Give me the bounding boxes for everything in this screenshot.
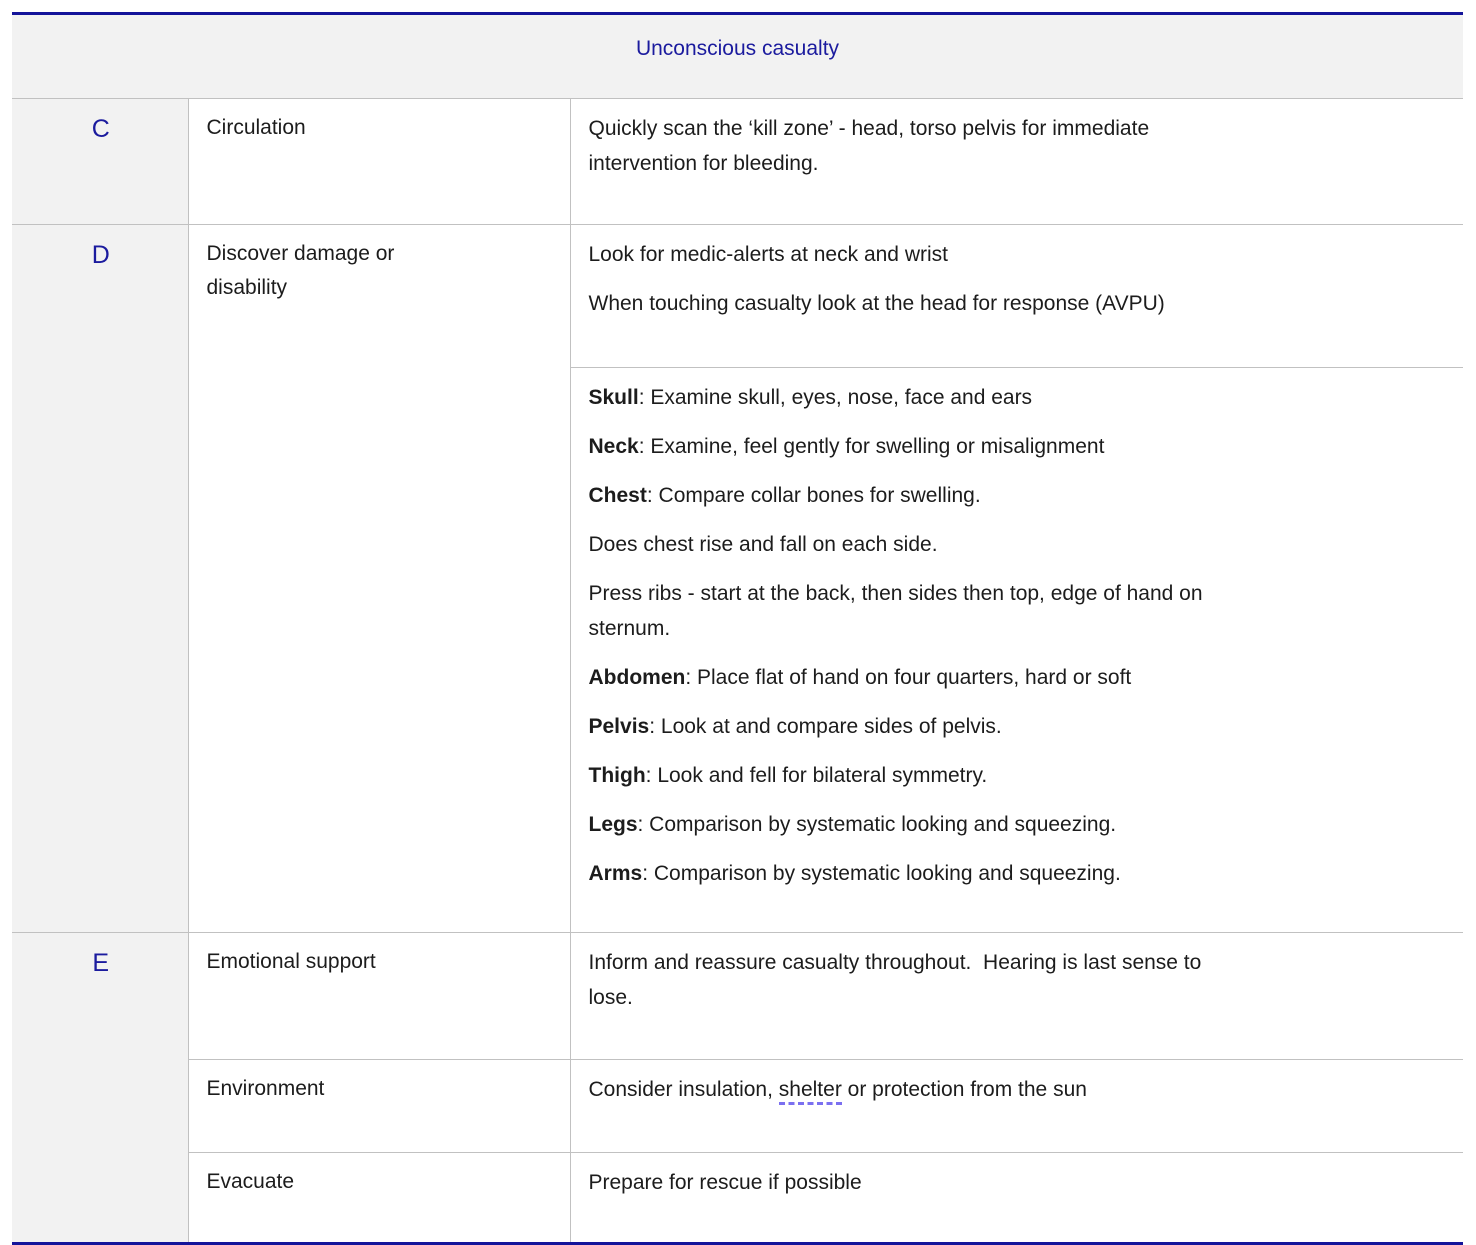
row-label-environment-cell: Environment (188, 1059, 571, 1153)
row-letter-d-cell: D (12, 224, 189, 933)
check-item-press-ribs: Press ribs - start at the back, then sid… (589, 576, 1448, 646)
primary-survey-table: Unconscious casualty C Circulation Quick… (12, 15, 1463, 1242)
check-lead: Abdomen (588, 666, 686, 689)
row-label-circulation: Circulation (206, 116, 306, 139)
unconscious-casualty-table: Unconscious casualty C Circulation Quick… (12, 12, 1463, 1245)
evacuate-paragraph: Prepare for rescue if possible (588, 1171, 862, 1194)
table-row: E Emotional support Inform and reassure … (12, 932, 1463, 1242)
table-row: C Circulation Quickly scan the ‘kill zon… (12, 98, 1463, 225)
row-label-emotional-support: Emotional support (206, 950, 376, 973)
discover-paragraph: Look for medic-alerts at neck and wrist (588, 243, 948, 266)
table-row: Evacuate Prepare for rescue if possible (12, 1152, 1463, 1242)
table-row: D Discover damage or disability Look for… (12, 224, 1463, 933)
table-row: Environment Consider insulation, shelter… (12, 1059, 1463, 1153)
check-text: : Look and fell for bilateral symmetry. (645, 764, 988, 787)
evacuate-content-cell: Prepare for rescue if possible (569, 1152, 1463, 1242)
discover-checks-cell: Skull: Examine skull, eyes, nose, face a… (570, 367, 1463, 933)
environment-paragraph: Consider insulation, shelter or protecti… (589, 1072, 1448, 1107)
circulation-content-cell: Quickly scan the ‘kill zone’ - head, tor… (569, 98, 1463, 225)
row-label-discover-cell: Discover damage or disability (187, 224, 571, 933)
check-item-neck: Neck: Examine, feel gently for swelling … (589, 429, 1448, 464)
check-text: : Examine, feel gently for swelling or m… (638, 435, 1105, 458)
check-text: Press ribs - start at the back, then sid… (588, 582, 1203, 640)
table-title-cell: Unconscious casualty (12, 15, 1463, 99)
check-lead: Neck (588, 435, 639, 458)
check-lead: Arms (588, 862, 643, 885)
row-letter-c: C (91, 115, 110, 143)
environment-text-after: or protection from the sun (841, 1078, 1087, 1101)
spellcheck-flagged-word[interactable]: shelter (778, 1078, 842, 1105)
circulation-paragraph: Quickly scan the ‘kill zone’ - head, tor… (588, 117, 1150, 175)
check-item-chest: Chest: Compare collar bones for swelling… (589, 478, 1448, 513)
check-lead: Skull (588, 386, 639, 409)
check-text: : Examine skull, eyes, nose, face and ea… (638, 386, 1033, 409)
table-title: Unconscious casualty (635, 37, 840, 60)
environment-content-cell: Consider insulation, shelter or protecti… (569, 1059, 1463, 1153)
emotional-support-content-cell: Inform and reassure casualty throughout.… (569, 932, 1463, 1060)
check-lead: Legs (588, 813, 638, 836)
check-item-abdomen: Abdomen: Place flat of hand on four quar… (589, 660, 1448, 695)
check-text: : Comparison by systematic looking and s… (637, 813, 1117, 836)
check-item-arms: Arms: Comparison by systematic looking a… (589, 856, 1448, 891)
check-item-chest-rise: Does chest rise and fall on each side. (589, 527, 1448, 562)
row-label-environment: Environment (206, 1077, 325, 1100)
check-text: Does chest rise and fall on each side. (588, 533, 938, 556)
row-label-emotional-support-cell: Emotional support (187, 932, 571, 1060)
discover-paragraph: When touching casualty look at the head … (588, 292, 1165, 315)
check-item-pelvis: Pelvis: Look at and compare sides of pel… (589, 709, 1448, 744)
check-item-legs: Legs: Comparison by systematic looking a… (589, 807, 1448, 842)
check-item-skull: Skull: Examine skull, eyes, nose, face a… (589, 380, 1448, 415)
environment-text-before: Consider insulation, (588, 1078, 779, 1101)
check-text: : Compare collar bones for swelling. (646, 484, 981, 507)
check-text: : Place flat of hand on four quarters, h… (685, 666, 1132, 689)
row-label-evacuate: Evacuate (206, 1170, 295, 1193)
check-item-thigh: Thigh: Look and fell for bilateral symme… (589, 758, 1448, 793)
row-letter-c-cell: C (12, 98, 189, 225)
discover-intro-cell: Look for medic-alerts at neck and wrist … (569, 224, 1463, 368)
table-row: Skull: Examine skull, eyes, nose, face a… (12, 367, 1463, 933)
row-letter-d: D (91, 241, 110, 269)
row-label-circulation-cell: Circulation (187, 98, 571, 225)
check-lead: Chest (588, 484, 647, 507)
emotional-support-paragraph: Inform and reassure casualty throughout.… (588, 951, 1202, 1009)
row-letter-e: E (92, 949, 110, 977)
check-lead: Thigh (588, 764, 646, 787)
check-text: : Comparison by systematic looking and s… (642, 862, 1121, 885)
row-letter-e-cell: E (12, 932, 189, 1242)
row-label-discover: Discover damage or disability (206, 242, 395, 299)
row-label-evacuate-cell: Evacuate (188, 1152, 571, 1242)
check-lead: Pelvis (588, 715, 650, 738)
table-header-row: Unconscious casualty (12, 15, 1463, 99)
check-text: : Look at and compare sides of pelvis. (649, 715, 1002, 738)
